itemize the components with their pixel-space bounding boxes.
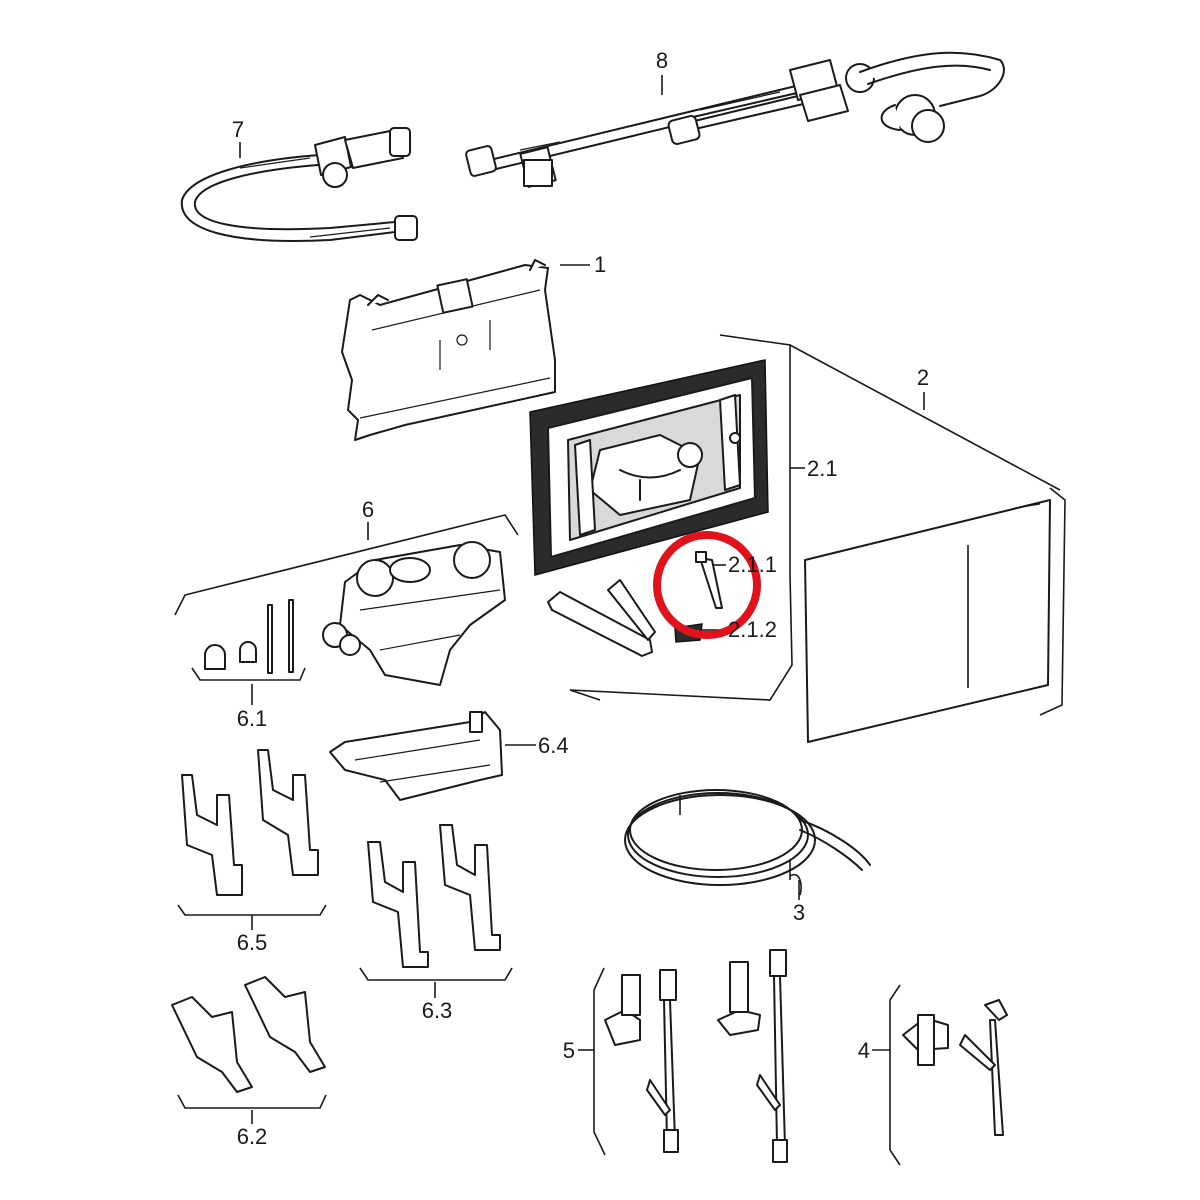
part-2-1-2-rods: [547, 579, 703, 657]
part-6-3-clips: [359, 824, 513, 981]
label-3: 3: [793, 900, 805, 925]
part-2-1-frame: [529, 359, 769, 576]
part-4-lever-assembly: [889, 984, 1008, 1166]
part-8-hose-assembly: [465, 51, 1005, 188]
part-number-labels: 8 7 1 2 2.1 2.1.1 2.1.2 6 6.1 6.4 6.5 3 …: [232, 48, 929, 1149]
part-2-bracket: [569, 334, 1066, 716]
part-5-lever-assemblies: [593, 949, 788, 1163]
label-6-5: 6.5: [237, 930, 268, 955]
label-2: 2: [917, 365, 929, 390]
label-6-4: 6.4: [538, 733, 569, 758]
label-1: 1: [594, 252, 606, 277]
label-8: 8: [656, 48, 668, 73]
part-6-bracket: [174, 514, 519, 616]
part-6-2-clips: [171, 976, 327, 1109]
label-2-1-1: 2.1.1: [728, 552, 777, 577]
part-6-4-base-bracket: [329, 711, 503, 801]
label-7: 7: [232, 117, 244, 142]
part-1-mounting-plate: [341, 259, 556, 441]
label-5: 5: [563, 1038, 575, 1063]
part-7-hose-assembly: [180, 127, 418, 242]
label-2-1: 2.1: [807, 456, 838, 481]
label-6-1: 6.1: [237, 706, 268, 731]
label-2-1-2: 2.1.2: [728, 617, 777, 642]
part-2-1-1-pin: [695, 551, 723, 609]
label-4: 4: [858, 1038, 870, 1063]
label-6-3: 6.3: [422, 998, 453, 1023]
part-6-1-small-parts: [191, 599, 306, 681]
part-6-mechanism: [322, 541, 506, 686]
label-6: 6: [362, 497, 374, 522]
highlight-circle: [653, 531, 761, 639]
label-6-2: 6.2: [237, 1124, 268, 1149]
part-6-5-clips: [177, 749, 327, 916]
part-3-coiled-tube: [624, 789, 871, 896]
part-2-actuator-plate: [804, 499, 1051, 743]
